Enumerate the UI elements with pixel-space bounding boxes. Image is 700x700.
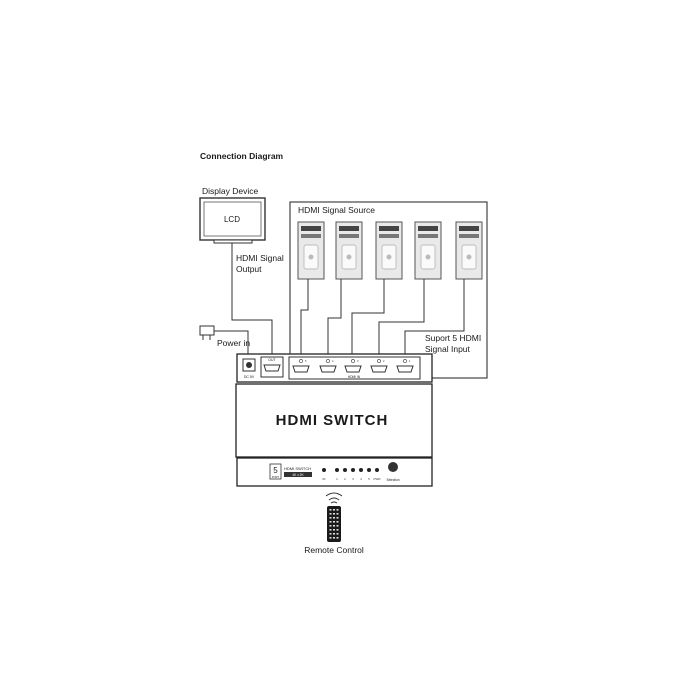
- led-indicator: PWR: [374, 468, 382, 481]
- hdmi-output-label-line2: Output: [236, 264, 262, 274]
- led-indicator: 2: [343, 468, 347, 481]
- input-support-label-line1: Suport 5 HDMI: [425, 333, 481, 343]
- led-indicator: 5: [367, 468, 371, 481]
- led-label: 5: [368, 477, 370, 481]
- hdmi-in-port: 5: [292, 359, 310, 373]
- hdmi-source-title: HDMI Signal Source: [298, 205, 375, 215]
- selection-button[interactable]: [388, 462, 398, 472]
- led-indicator: 3: [351, 468, 355, 481]
- led-indicator: 1: [335, 468, 339, 481]
- display-device-caption: Display Device: [202, 186, 258, 196]
- rear-panel: DC 5V OUT 5 4 3 2 1 HDMI IN: [236, 353, 433, 383]
- hdmi-in-label: HDMI IN: [348, 375, 361, 379]
- source-device-icon: [297, 221, 325, 280]
- hdmi-in-port-number: 5: [305, 359, 307, 363]
- hdmi-in-port-number: 1: [409, 359, 411, 363]
- hdmi-in-port-number: 3: [357, 359, 359, 363]
- led-indicator: IR: [322, 468, 326, 481]
- port-count-sub: PORT: [272, 475, 280, 479]
- power-cable: [214, 330, 249, 360]
- front-brand-line1: HDMI SWITCH: [284, 466, 311, 471]
- source-devices: [297, 221, 483, 280]
- hdmi-input-cables: [300, 279, 465, 361]
- led-indicator: 4: [359, 468, 363, 481]
- source-device-icon: [335, 221, 363, 280]
- hdmi-output-cable: [231, 243, 273, 362]
- hdmi-switch-body: [235, 383, 433, 458]
- hdmi-in-port: 2: [370, 359, 388, 373]
- led-label: 1: [336, 477, 338, 481]
- port-count-badge: [269, 463, 282, 480]
- source-device-icon: [375, 221, 403, 280]
- hdmi-in-port-number: 4: [332, 359, 334, 363]
- front-leds: IR 1 2 3 4 5 PWR: [322, 468, 381, 481]
- led-label: 2: [344, 477, 346, 481]
- hdmi-in-port: 3: [344, 359, 362, 373]
- hdmi-in-port: 1: [396, 359, 414, 373]
- hdmi-output-label-line1: HDMI Signal: [236, 253, 284, 263]
- led-label: 3: [352, 477, 354, 481]
- port-count-number: 5: [273, 466, 278, 475]
- hdmi-in-ports: 5 4 3 2 1: [292, 359, 414, 373]
- lcd-screen-label: LCD: [224, 215, 240, 224]
- input-support-label-line2: Signal Input: [425, 344, 471, 354]
- led-label: PWR: [374, 477, 382, 481]
- remote-control-label: Remote Control: [304, 545, 364, 555]
- selection-button-label: Selection: [386, 478, 399, 482]
- hdmi-in-port: 4: [319, 359, 337, 373]
- source-device-icon: [455, 221, 483, 280]
- out-port-label: OUT: [268, 358, 276, 362]
- led-label: 4: [360, 477, 362, 481]
- power-in-label: Power in: [217, 338, 250, 348]
- dc-port-label: DC 5V: [244, 375, 255, 379]
- source-device-icon: [414, 221, 442, 280]
- front-brand-line2: 4K x 2K: [292, 473, 304, 477]
- power-adapter-icon: [199, 325, 215, 340]
- led-label: IR: [323, 477, 327, 481]
- hdmi-switch-name: HDMI SWITCH: [276, 412, 389, 429]
- remote-control-icon: [325, 492, 343, 542]
- lcd-monitor-icon: LCD: [199, 197, 266, 244]
- hdmi-out-port: [263, 364, 281, 372]
- diagram-title: Connection Diagram: [200, 151, 284, 161]
- hdmi-in-port-number: 2: [383, 359, 385, 363]
